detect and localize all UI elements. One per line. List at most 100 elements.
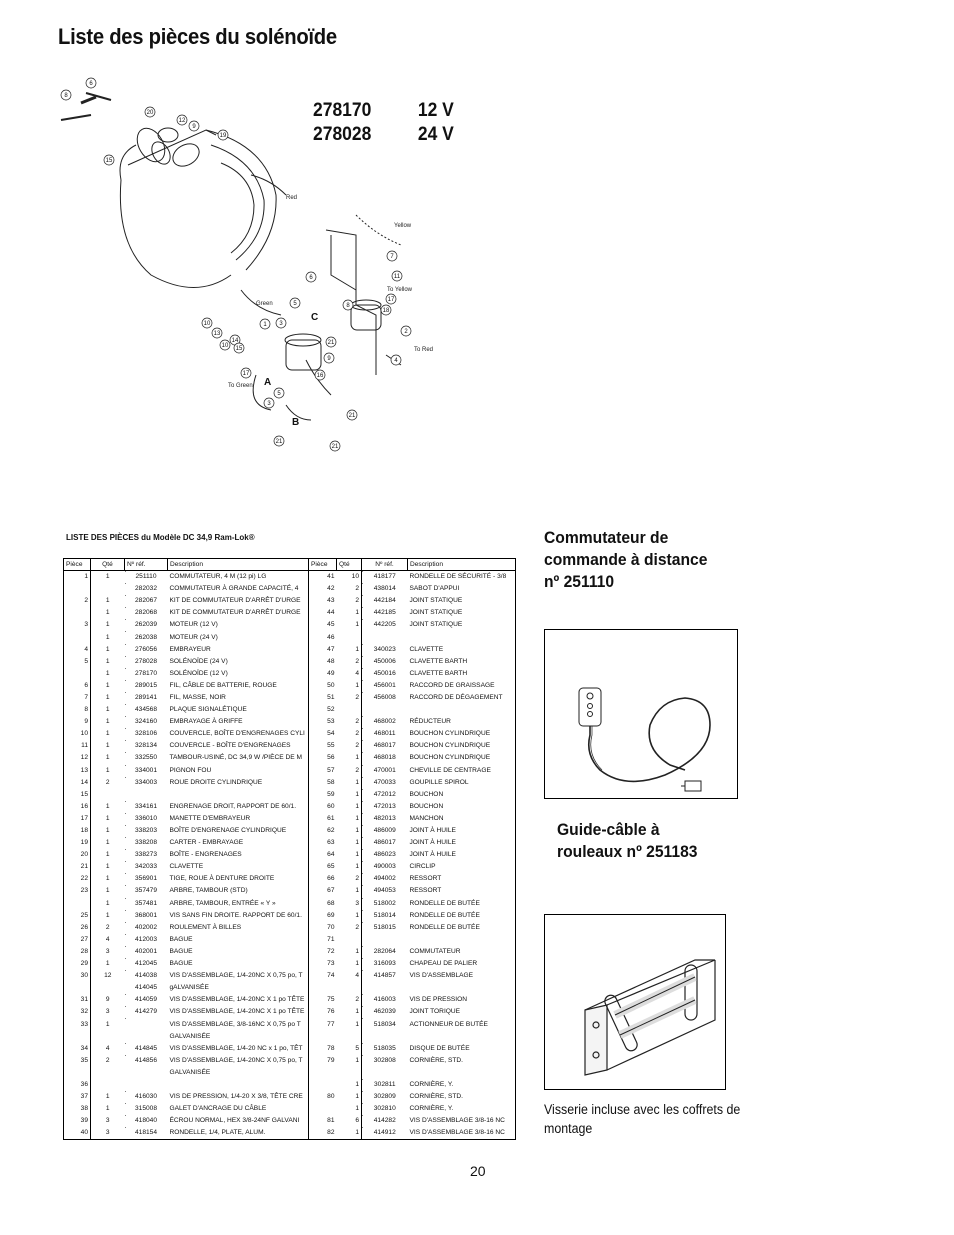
- table-cell: 1: [336, 909, 362, 922]
- table-cell: 1: [336, 1091, 362, 1104]
- table-cell: 1: [105, 730, 110, 738]
- table-cell: JOINT STATIQUE: [407, 619, 516, 632]
- table-cell: 472012: [361, 788, 408, 801]
- callout-circle: [188, 120, 200, 132]
- table-cell: 1: [336, 752, 362, 765]
- table-cell: 412045: [124, 958, 168, 970]
- table-cell: 26: [63, 921, 91, 934]
- table-cell: 468002: [361, 716, 408, 728]
- table-cell: RACCORD DE DÉGAGEMENT: [407, 691, 516, 705]
- table-cell: VIS D'ASSEMBLAGE, 3/8-16NC X 0,75 po T: [167, 1018, 309, 1031]
- table-cell: 1: [105, 1105, 110, 1113]
- table-cell: 328106: [124, 728, 168, 740]
- table-cell: EMBRAYEUR: [167, 643, 309, 656]
- table-cell: [407, 933, 516, 946]
- table-cell: ARBRE, TAMBOUR (STD): [167, 885, 309, 898]
- table-cell: 494053: [361, 885, 408, 897]
- table-cell: [125, 1031, 168, 1043]
- column-header: Pièce: [308, 558, 337, 571]
- table-cell: 6: [63, 679, 91, 692]
- column-header: Qté: [90, 558, 125, 571]
- table-cell: 1: [105, 1020, 110, 1028]
- table-cell: 414059: [124, 994, 168, 1006]
- table-cell: JOINT STATIQUE: [407, 607, 516, 620]
- table-cell: BAGUE: [167, 945, 309, 958]
- table-cell: 73: [327, 960, 335, 968]
- table-cell: [362, 1031, 408, 1043]
- table-cell: 357479: [124, 885, 168, 897]
- table-cell: [167, 788, 309, 801]
- table-cell: CLAVETTE BARTH: [407, 667, 516, 680]
- table-cell: 1: [336, 885, 362, 898]
- table-cell: 8: [63, 704, 91, 717]
- table-cell: 276056: [124, 643, 168, 656]
- table-cell: 3: [105, 1117, 110, 1125]
- callout-number: 20: [147, 110, 154, 116]
- wire-label-green: Green: [256, 301, 273, 307]
- callout-number: 5: [277, 391, 281, 397]
- table-cell: 31: [63, 994, 91, 1007]
- table-cell: COMMUTATEUR, 4 M (12 pi) LG: [167, 570, 309, 584]
- table-cell: CORNIÈRE, Y.: [407, 1078, 516, 1092]
- table-cell: 1: [336, 679, 362, 692]
- table-cell: 2: [336, 921, 362, 934]
- table-cell: 4: [336, 970, 362, 983]
- callout-circle: [323, 352, 335, 364]
- table-cell: 338273: [124, 849, 168, 861]
- roller-guide-heading: Guide-câble à rouleaux nº 251183: [557, 819, 697, 863]
- table-cell: 3: [105, 1008, 110, 1016]
- table-cell: 414845: [124, 1042, 168, 1055]
- table-cell: VIS D'ASSEMBLAGE, 1/4-20NC X 1 po TÊTE: [167, 1006, 309, 1019]
- table-cell: 23: [63, 885, 91, 898]
- table-cell: 1: [336, 824, 362, 838]
- table-cell: 486017: [361, 837, 408, 849]
- table-cell: 414912: [361, 1127, 408, 1141]
- table-cell: [336, 704, 362, 717]
- table-cell: 77: [327, 1020, 335, 1028]
- table-cell: 418177: [361, 570, 408, 584]
- table-cell: RONDELLE, 1/4, PLATE, ALUM.: [167, 1127, 309, 1141]
- callout-number: 15: [236, 346, 243, 352]
- table-cell: MANCHON: [407, 812, 516, 825]
- table-cell: 1: [105, 863, 110, 871]
- table-cell: CLAVETTE BARTH: [407, 655, 516, 668]
- table-cell: 450006: [361, 655, 408, 668]
- table-cell: 82: [308, 1127, 337, 1141]
- table-cell: PLAQUE SIGNALÉTIQUE: [167, 704, 309, 717]
- callout-circle: [400, 325, 412, 337]
- table-cell: [63, 897, 91, 910]
- table-cell: [362, 1067, 408, 1079]
- table-cell: 74: [327, 972, 335, 980]
- table-cell: 1: [105, 911, 110, 919]
- table-cell: RONDELLE DE BUTÉE: [407, 921, 516, 934]
- table-cell: 302810: [361, 1103, 408, 1115]
- table-cell: FIL, MASSE, NOIR: [167, 691, 309, 705]
- wire-label-to-yellow: To Yellow: [387, 287, 413, 293]
- table-cell: 282032: [124, 583, 168, 595]
- callout-circle: [273, 387, 285, 399]
- table-cell: CLAVETTE: [167, 861, 309, 874]
- table-cell: [63, 631, 91, 644]
- table-cell: [125, 1067, 168, 1079]
- callout-circle: [386, 250, 398, 262]
- table-cell: 315008: [124, 1103, 168, 1115]
- parts-table-title: LISTE DES PIÈCES du Modèle DC 34,9 Ram-L…: [66, 533, 255, 542]
- roller-guide-image: [544, 914, 726, 1090]
- table-cell: 1: [336, 1103, 362, 1116]
- table-cell: 1: [336, 1078, 362, 1092]
- table-cell: 17: [63, 812, 91, 825]
- table-cell: 71: [327, 935, 335, 943]
- table-cell: VIS D'ASSEMBLAGE, 1/4-20NC X 0,75 po, T: [167, 970, 309, 983]
- table-cell: JOINT À HUILE: [407, 837, 516, 850]
